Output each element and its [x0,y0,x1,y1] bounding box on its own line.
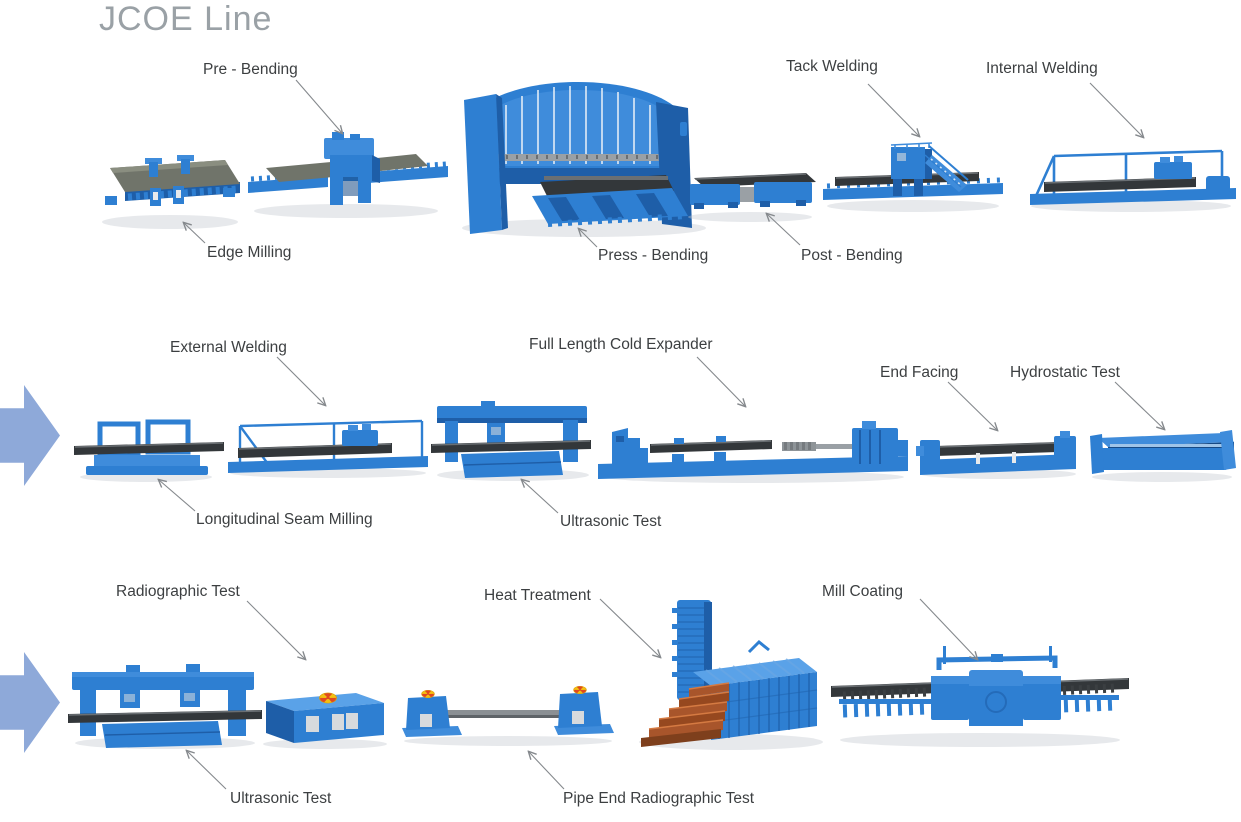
ultrasonic3-pipe-base [68,710,262,748]
radiographic-box [266,693,384,743]
leader-longitudinal-seam-milling [159,480,196,512]
ultrasonic2-pipe-base [431,440,591,478]
label-tack-welding: Tack Welding [786,58,878,75]
label-hydrostatic-test: Hydrostatic Test [1010,364,1120,381]
heat-treatment-handle [747,639,770,654]
label-radiographic-test: Radiographic Test [116,583,240,600]
leader-full-length-cold-expander [696,356,745,406]
tack-welding-tower [890,142,969,196]
machine-full-length-cold-expander [598,421,908,483]
mill-coating-frame [936,646,1058,670]
flow-arrow-row2 [0,385,60,486]
flow-arrow-row3 [0,652,60,753]
label-edge-milling: Edge Milling [207,244,292,261]
machine-pipe-end-radiographic-test [402,685,614,746]
label-press-bending: Press - Bending [598,247,709,264]
label-ultrasonic-test-row2: Ultrasonic Test [560,513,662,530]
edge-milling-clamps [145,155,194,206]
expander-pipe [650,436,772,467]
label-internal-welding: Internal Welding [986,60,1098,77]
press-bending-roller-table [532,175,688,227]
heat-treatment-stack [672,600,712,700]
machine-edge-milling [102,155,240,229]
label-longitudinal-seam-milling: Longitudinal Seam Milling [196,511,373,528]
label-end-facing: End Facing [880,364,959,381]
machine-internal-welding [1030,149,1236,212]
machine-longitudinal-seam-milling [74,419,224,482]
machine-radiographic-test [263,692,387,749]
machine-external-welding [228,419,428,478]
page-title: JCOE Line [99,0,273,38]
pre-bending-press [324,132,380,205]
leader-ultrasonic-test-row2 [522,480,559,514]
expander-ram-block [852,421,908,466]
post-bending-body [690,173,816,209]
leader-ultrasonic-test-row3 [187,751,227,790]
expander-mandrel [782,442,864,451]
machine-press-bending [462,82,706,237]
label-ultrasonic-test-row3: Ultrasonic Test [230,790,332,807]
mill-coating-left-conveyor [839,687,931,718]
leader-external-welding [276,356,325,405]
machine-pre-bending [248,132,448,218]
pipe-end-pipe [434,710,584,718]
machine-ultrasonic-test-row3 [68,664,262,749]
label-pre-bending: Pre - Bending [203,61,298,78]
radiation-icon [318,692,338,704]
end-facing-body [916,431,1076,475]
leader-radiographic-test [246,600,305,659]
machine-tack-welding [823,142,1003,212]
leader-internal-welding [1089,82,1143,137]
leader-pre-bending [295,79,342,133]
machine-hydrostatic-test [1090,430,1236,482]
expander-left-structure [612,428,648,464]
external-welding-body [228,424,428,473]
leader-tack-welding [867,83,919,136]
internal-welding-body [1030,156,1236,205]
leader-pipe-end-radiographic-test [529,752,565,790]
label-mill-coating: Mill Coating [822,583,903,600]
label-external-welding: External Welding [170,339,287,356]
leader-end-facing [947,381,997,430]
label-heat-treatment: Heat Treatment [484,587,591,604]
pipe-end-right-unit [554,685,614,735]
machine-heat-treatment [639,600,823,750]
label-post-bending: Post - Bending [801,247,903,264]
machine-mill-coating [831,646,1129,747]
seam-milling-body [74,442,224,475]
pipe-end-left-unit [402,689,462,737]
machine-post-bending [688,173,816,222]
expander-base [598,456,908,479]
label-pipe-end-radiographic-test: Pipe End Radiographic Test [563,790,755,807]
machine-ultrasonic-test-row2 [431,401,591,481]
press-bending-frame [464,82,692,234]
mill-coating-units [931,670,1061,726]
label-full-length-cold-expander: Full Length Cold Expander [529,336,713,353]
heat-treatment-copper-stairs [641,682,730,747]
machine-end-facing [916,431,1076,479]
edge-milling-table [105,160,240,205]
hydrostatic-tank [1090,430,1236,474]
leader-hydrostatic-test [1114,381,1164,429]
